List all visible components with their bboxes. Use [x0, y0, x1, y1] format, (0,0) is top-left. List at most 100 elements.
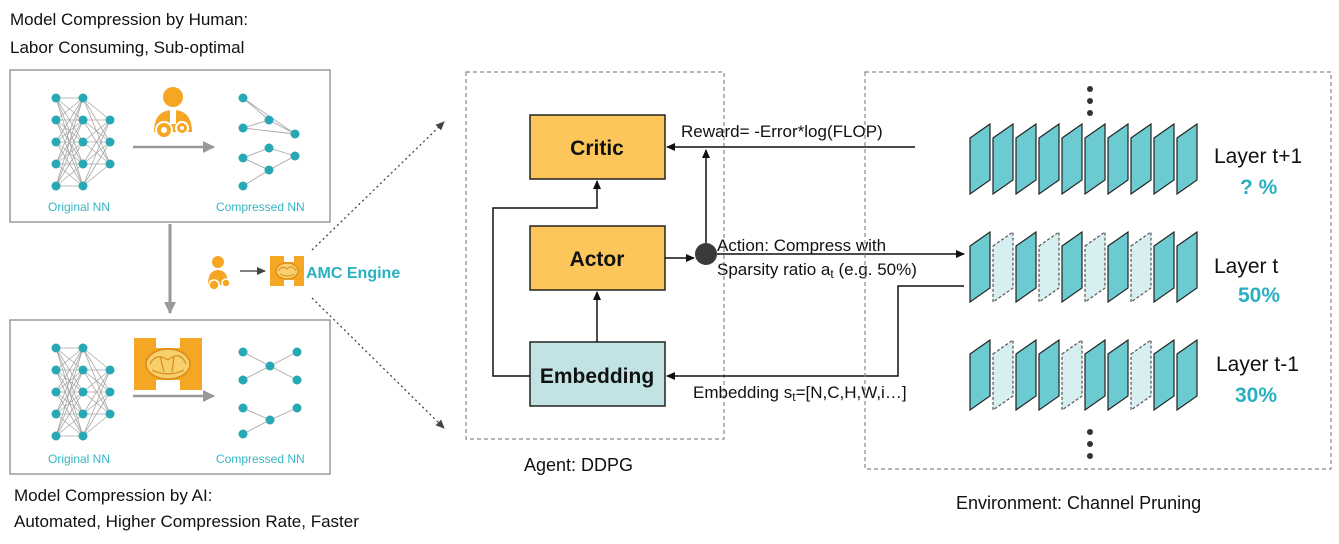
channel — [1153, 338, 1175, 412]
environment-panel — [864, 71, 1332, 470]
layer-t-plus-1-channels — [969, 122, 1198, 196]
nn-edge — [268, 119, 296, 135]
zoom-line-bottom — [311, 297, 445, 429]
ellipsis-bottom — [1087, 429, 1093, 459]
nn-edge — [269, 407, 298, 421]
nn-edge — [55, 97, 84, 143]
nn-edge — [55, 347, 84, 437]
channel — [1176, 338, 1198, 412]
pruned-channel — [1084, 230, 1106, 304]
nn-edge — [82, 369, 111, 415]
reward-label: Reward= -Error*log(FLOP) — [681, 122, 883, 141]
engineer-small-icon — [208, 256, 231, 291]
channel — [1176, 230, 1198, 304]
critic-label: Critic — [570, 137, 624, 160]
nn-node — [78, 181, 88, 191]
nn-node — [238, 181, 248, 191]
nn-node — [51, 409, 61, 419]
embedding-state-label: Embedding st=[N,C,H,W,i…] — [693, 383, 907, 404]
nn-node — [292, 347, 302, 357]
nn-node — [290, 129, 300, 139]
nn-node — [105, 409, 115, 419]
channel — [1153, 122, 1175, 196]
nn-edge — [82, 119, 111, 143]
channel — [1153, 230, 1175, 304]
actor-box — [529, 225, 666, 291]
channel — [1107, 338, 1129, 412]
channel — [1038, 338, 1060, 412]
channel — [1130, 122, 1152, 196]
nn-node — [238, 123, 248, 133]
nn-edge — [82, 163, 111, 187]
nn-node — [51, 93, 61, 103]
layer-t-name: Layer t — [1214, 255, 1278, 278]
compressed-nn-network-human — [238, 93, 300, 191]
nn-node — [51, 431, 61, 441]
nn-node — [290, 151, 300, 161]
embedding-box — [529, 341, 666, 407]
compressed-nn-network-ai — [238, 347, 302, 439]
nn-edge — [242, 147, 270, 159]
zoom-line-top — [311, 121, 445, 251]
nn-edge — [82, 119, 111, 165]
channel — [1015, 338, 1037, 412]
nn-node — [78, 93, 88, 103]
nn-edge — [82, 369, 111, 437]
nn-edge — [55, 97, 84, 121]
nn-node — [238, 153, 248, 163]
nn-node — [264, 115, 274, 125]
amc-engine-icon — [270, 256, 304, 286]
nn-edge — [242, 419, 271, 435]
nn-node — [265, 415, 275, 425]
nn-node — [51, 365, 61, 375]
nn-node — [51, 387, 61, 397]
nn-edge — [242, 157, 270, 171]
channel — [1084, 338, 1106, 412]
channel — [1107, 230, 1129, 304]
layer-t-plus-1-name: Layer t+1 — [1214, 145, 1302, 168]
ai-original-label: Original NN — [48, 452, 110, 466]
nn-edge — [55, 97, 84, 187]
human-caption-line1: Model Compression by Human: — [10, 10, 248, 29]
channel — [992, 122, 1014, 196]
nn-node — [238, 375, 248, 385]
nn-node — [51, 137, 61, 147]
nn-edge — [242, 97, 270, 121]
nn-node — [105, 137, 115, 147]
nn-edge — [55, 391, 84, 437]
pruned-channel — [992, 338, 1014, 412]
channel — [1107, 122, 1129, 196]
pruned-channel — [1130, 230, 1152, 304]
nn-edge — [55, 347, 84, 371]
environment-caption: Environment: Channel Pruning — [956, 493, 1201, 513]
nn-node — [78, 159, 88, 169]
nn-node — [264, 143, 274, 153]
nn-edge — [55, 347, 84, 415]
nn-edge — [242, 365, 271, 381]
nn-node — [78, 409, 88, 419]
ai-panel — [9, 319, 331, 475]
action-label-line2: Sparsity ratio at (e.g. 50%) — [717, 260, 917, 281]
nn-edge — [269, 365, 298, 381]
layer-t-minus-1-channels — [969, 338, 1198, 412]
nn-node — [51, 159, 61, 169]
layer-t-plus-1-ratio: ? % — [1240, 176, 1278, 199]
nn-edge — [55, 141, 84, 187]
nn-node — [78, 343, 88, 353]
channel — [1061, 122, 1083, 196]
nn-node — [78, 137, 88, 147]
action-junction-node — [695, 243, 717, 265]
nn-edge — [55, 119, 84, 187]
nn-node — [78, 387, 88, 397]
actor-label: Actor — [570, 248, 625, 271]
nn-node — [105, 159, 115, 169]
human-original-label: Original NN — [48, 200, 110, 214]
channel — [1015, 230, 1037, 304]
nn-edge — [268, 155, 296, 171]
channel — [1038, 122, 1060, 196]
nn-edge — [269, 351, 298, 367]
original-nn-network-ai — [51, 343, 115, 441]
embedding-to-critic-arrow — [492, 180, 601, 377]
nn-node — [292, 403, 302, 413]
